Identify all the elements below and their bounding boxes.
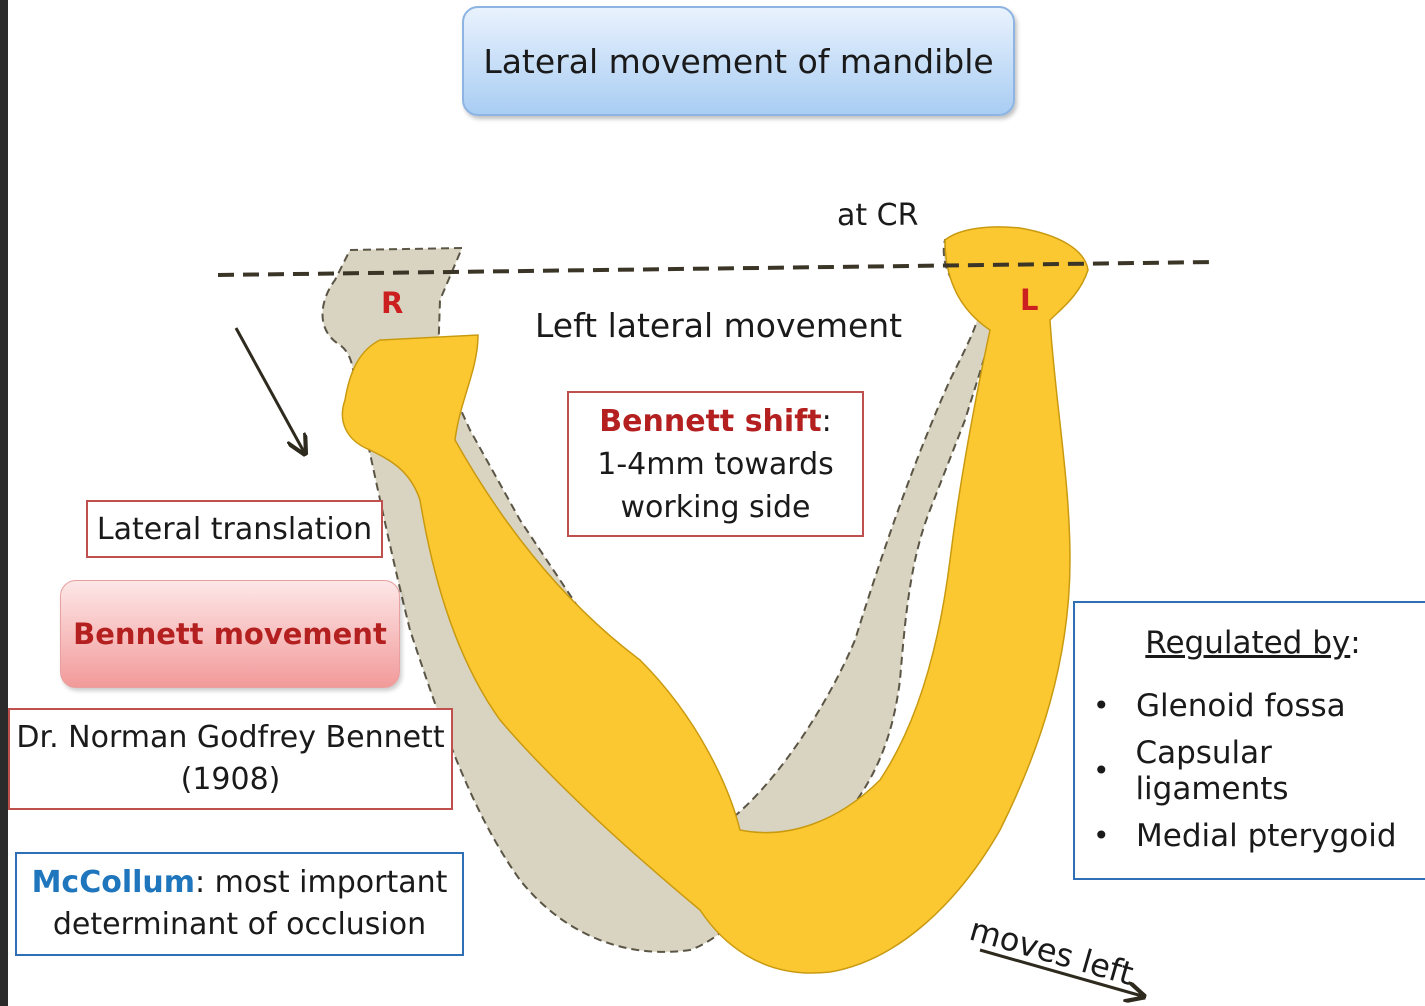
left-condyle-marker: L xyxy=(1020,283,1038,317)
bennett-shift-line-1: Bennett shift: xyxy=(599,400,831,443)
regulator-list: • Glenoid fossa • Capsular ligaments • M… xyxy=(1093,673,1425,868)
list-item: • Glenoid fossa xyxy=(1093,673,1425,738)
bullet-icon: • xyxy=(1093,754,1135,787)
left-lateral-label: Left lateral movement xyxy=(535,306,902,345)
bennett-shift-colon: : xyxy=(822,404,832,439)
regulated-by-colon: : xyxy=(1350,625,1360,661)
lateral-translation-label: Lateral translation xyxy=(97,512,372,547)
mccollum-line-1: McCollum: most important xyxy=(32,862,448,904)
regulator-medial-pterygoid: Medial pterygoid xyxy=(1136,818,1397,854)
list-item: • Capsular ligaments xyxy=(1093,738,1425,803)
bennett-shift-line-2: 1-4mm towards xyxy=(597,443,834,486)
mccollum-line-1-rest: : most important xyxy=(195,865,447,900)
bennett-shift-line-3: working side xyxy=(621,486,811,529)
regulated-by-title-text: Regulated by xyxy=(1145,625,1350,661)
bullet-icon: • xyxy=(1093,819,1136,852)
mccollum-line-2: determinant of occlusion xyxy=(53,904,426,946)
regulator-capsular-ligaments: Capsular ligaments xyxy=(1135,735,1425,807)
regulator-glenoid-fossa: Glenoid fossa xyxy=(1136,688,1346,724)
doctor-box: Dr. Norman Godfrey Bennett (1908) xyxy=(8,708,453,810)
translation-arrow xyxy=(236,328,304,452)
right-condyle-marker: R xyxy=(381,286,403,320)
mccollum-name: McCollum xyxy=(32,865,195,900)
title-box: Lateral movement of mandible xyxy=(462,6,1015,116)
lateral-translation-box: Lateral translation xyxy=(86,500,383,558)
mccollum-box: McCollum: most important determinant of … xyxy=(15,852,464,956)
bennett-shift-label: Bennett shift xyxy=(599,404,821,439)
list-item: • Medial pterygoid xyxy=(1093,803,1425,868)
regulated-by-box: Regulated by: • Glenoid fossa • Capsular… xyxy=(1073,601,1425,880)
bennett-movement-label: Bennett movement xyxy=(73,617,387,651)
at-cr-label: at CR xyxy=(837,198,918,233)
bullet-icon: • xyxy=(1093,689,1136,722)
doctor-name: Dr. Norman Godfrey Bennett xyxy=(16,717,444,759)
page-title: Lateral movement of mandible xyxy=(483,42,993,81)
bennett-shift-box: Bennett shift: 1-4mm towards working sid… xyxy=(567,391,864,537)
regulated-by-title: Regulated by: xyxy=(1093,625,1413,661)
doctor-year: (1908) xyxy=(181,759,281,801)
bennett-movement-box: Bennett movement xyxy=(60,580,400,688)
